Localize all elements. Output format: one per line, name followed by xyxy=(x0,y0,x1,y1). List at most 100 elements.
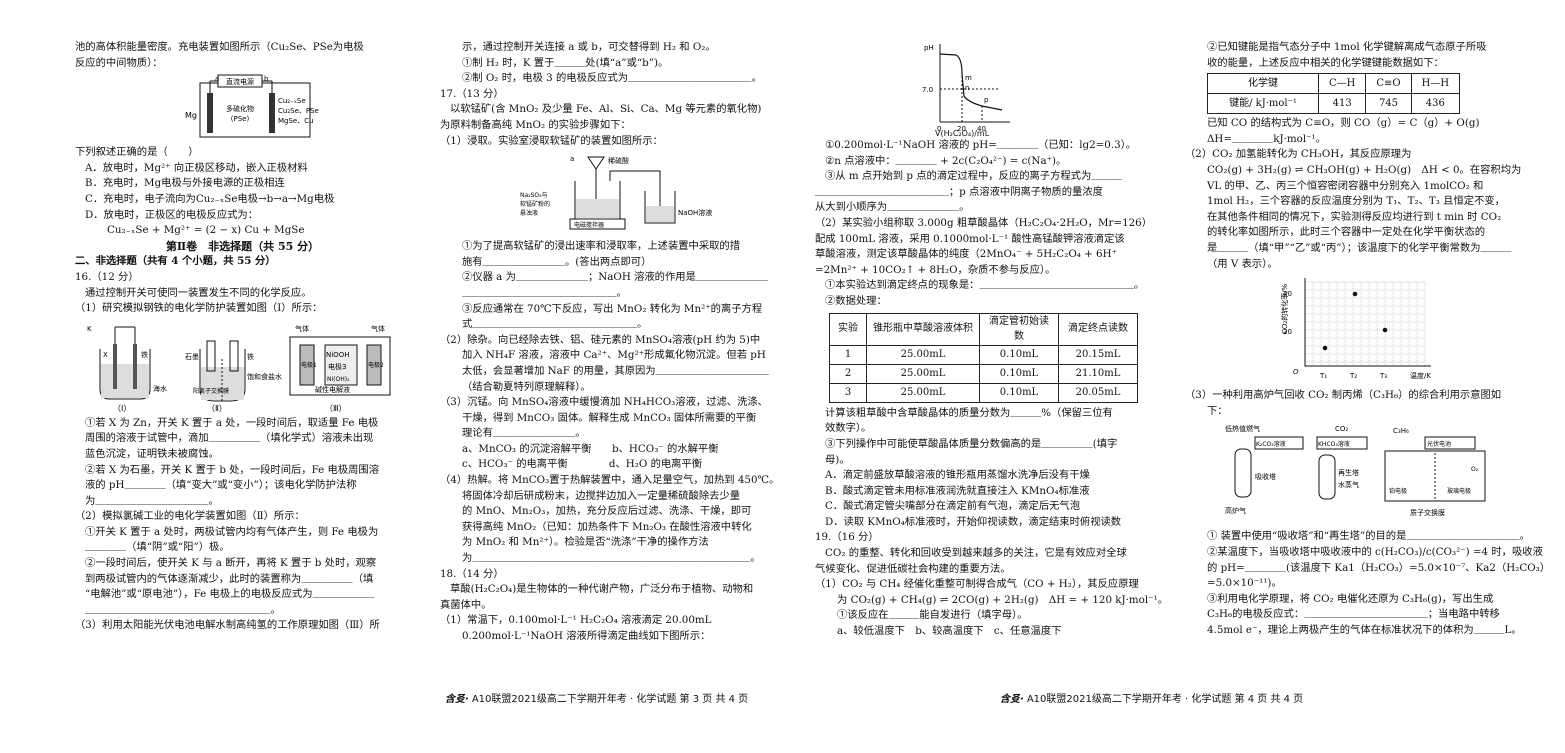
charging-device-figure: 直流电源 a b Mg 多硫化物 (PSe) Cu₂₋ₓSe Cu₂Se、PSe… xyxy=(180,73,410,143)
gas-label-1: 气体 xyxy=(295,324,309,333)
table-cell: 25.00mL xyxy=(866,344,980,365)
electrode-2-label: 电极2 xyxy=(368,361,384,369)
grid-origin: O xyxy=(1293,368,1299,376)
text-line: 气候变化、促进低碳社会构建的重要方法。 xyxy=(815,562,1011,575)
table-cell: 2 xyxy=(829,363,867,384)
grid-tick-t2: T₂ xyxy=(1349,372,1357,380)
text-line: 获得高纯 MnO₂（已知：加热条件下 Mn₂O₃ 在酸性溶液中转化 xyxy=(462,520,752,533)
text-line: 计算该粗草酸中含草酸晶体的质量分数为＿＿＿%（保留三位有 xyxy=(825,406,1113,419)
flow-label-gas: 低热值燃气 xyxy=(1225,424,1260,433)
text-line: 下： xyxy=(1207,404,1228,417)
propene-label: C₃H₆ xyxy=(1393,427,1409,435)
iron-label-2: 铁 xyxy=(247,352,254,361)
text-line: ①为了提高软锰矿的浸出速率和浸取率，上述装置中采取的措 xyxy=(462,240,741,253)
grid-tick-40: 40 xyxy=(1283,290,1292,298)
text-line: ③从 m 点开始到 p 点的滴定过程中，反应的离子方程式为＿＿＿ xyxy=(825,170,1123,183)
text-line: 下列叙述正确的是（ ） xyxy=(75,146,199,159)
text-line: 的转化率如图所示，此时三个容器中一定处在化学平衡状态的 xyxy=(1207,226,1486,239)
co2-label: CO₂ xyxy=(1335,425,1348,433)
absorber-label: 吸收塔 xyxy=(1255,472,1276,481)
iron-label: 铁 xyxy=(141,350,148,359)
glass-electrode-label: 玻璃电极 xyxy=(1447,487,1471,495)
cathode-label-2: Cu₂Se、PSe xyxy=(278,107,319,115)
mg-label: Mg xyxy=(185,111,197,120)
table-cell: 21.10mL xyxy=(1058,363,1138,384)
question-number: 16.（12 分） xyxy=(75,270,139,283)
khco3-label: KHCO₃溶液 xyxy=(1318,440,1350,448)
text-line: 式＿＿＿＿＿＿＿＿＿＿＿＿＿＿＿＿。 xyxy=(462,318,648,331)
grid-x-label: 温度/K xyxy=(1410,371,1431,380)
text-line: 蓝色沉淀，证明铁未被腐蚀。 xyxy=(85,447,219,460)
grid-tick-t1: T₁ xyxy=(1319,372,1327,380)
titration-curve-figure: pH 7.0 m n p 0 20 40 V(H₂C₂O₄)/mL xyxy=(910,40,1160,138)
grid-axes xyxy=(1304,278,1431,367)
text-line: ②制 O₂ 时，电极 3 的电极反应式为＿＿＿＿＿＿＿＿＿＿＿＿。 xyxy=(462,72,762,85)
text-line: 在其他条件相同的情况下，实验测得反应均进行到 t min 时 CO₂ xyxy=(1207,210,1502,223)
stirrer-label: 电磁搅拌器 xyxy=(574,221,604,229)
terminal-a: a xyxy=(215,75,219,83)
section-title: 第Ⅱ卷 非选择题（共 55 分） xyxy=(165,239,320,253)
titration-data-table: 实验 锥形瓶中草酸溶液体积 滴定管初始读数 滴定终点读数 1 25.00mL 0… xyxy=(829,312,1138,403)
text-line: ① 装置中使用“吸收塔”和“再生塔”的目的是＿＿＿＿＿＿＿＿＿＿＿。 xyxy=(1207,530,1530,543)
text-line: 母)。 xyxy=(825,453,850,466)
option-c: C．酸式滴定管尖嘴部分在滴定前有气泡，滴定后无气泡 xyxy=(825,500,1081,513)
text-line: 液的 pH＿＿＿＿（填“变大”或“变小”）；该电化学防护法称 xyxy=(85,479,357,492)
niooh-label: NiOOH xyxy=(326,351,349,359)
cathode-label-1: Cu₂₋ₓSe xyxy=(278,97,306,105)
bond-energy-table: 化学键 C—H C≡O H—H 键能/ kJ·mol⁻¹ 413 745 436 xyxy=(1207,73,1461,115)
text-line: “电解池”或“原电池”），Fe 电极上的电极反应式为＿＿＿＿＿＿ xyxy=(85,588,375,601)
publisher-logo: 含㕛· xyxy=(1000,694,1024,705)
option-b: B．充电时，Mg电极与外接电源的正极相连 xyxy=(85,177,285,190)
text-line: 配成 100mL 溶液，采用 0.1000mol·L⁻¹ 酸性高锰酸钾溶液滴定该 xyxy=(815,232,1125,245)
table-row: 键能/ kJ·mol⁻¹ 413 745 436 xyxy=(1207,93,1461,115)
text-line: 效数字）。 xyxy=(825,422,872,435)
text-line: ②仪器 a 为＿＿＿＿＿＿＿；NaOH 溶液的作用是＿＿＿＿＿＿＿ xyxy=(462,271,768,284)
text-line: ②一段时间后，使开关 K 与 a 断开，再将 K 置于 b 处时，观察 xyxy=(85,557,377,570)
text-line: （1）CO₂ 与 CH₄ 经催化重整可制得合成气（CO + H₂），其反应原理 xyxy=(815,578,1139,591)
text-line: ①0.200mol·L⁻¹NaOH 溶液的 pH=＿＿＿＿（已知：lg2=0.3… xyxy=(825,139,1137,151)
column-4: ②已知键能是指气态分子中 1mol 化学键解离成气态原子所吸 收的能量，上述反应… xyxy=(1185,40,1551,638)
text-line: =5.0×10⁻¹¹)。 xyxy=(1207,577,1282,590)
text-line: （1）常温下，0.100mol·L⁻¹ H₂C₂O₄ 溶液滴定 20.00mL xyxy=(440,614,712,627)
text-line: 已知 CO 的结构式为 C≡O，则 CO（g）= C（g）+ O(g) xyxy=(1207,117,1480,130)
text-line: a、较低温度下 b、较高温度下 c、任意温度下 xyxy=(837,625,1062,638)
text-line: （3）利用太阳能光伏电池电解水制高纯氢的工作原理如图（Ⅲ）所 xyxy=(75,619,380,632)
caption-2: （Ⅱ） xyxy=(207,404,227,413)
text-line: 为＿＿＿＿＿＿＿＿＿＿＿。 xyxy=(85,494,219,507)
text-line: ②数据处理： xyxy=(825,294,887,307)
graphite-label: 石墨 xyxy=(185,353,199,361)
pv-cell-label: 光伏电池 xyxy=(1427,440,1451,448)
switch-k-label: K xyxy=(87,325,92,333)
gas-label-2: 气体 xyxy=(371,324,385,333)
regenerator-label: 再生塔 xyxy=(1338,468,1359,477)
question-number: 18.（14 分） xyxy=(440,567,504,580)
furnace-gas-label: 高炉气 xyxy=(1225,506,1246,515)
oxygen-label: O₂ xyxy=(1471,466,1479,473)
footer-text: A10联盟2021级高二下学期开年考 · 化学试题 第 3 页 共 4 页 xyxy=(471,694,749,705)
option-c: C．充电时，电子流向为Cu₂₋ₓSe电极→b→a→Mg电极 xyxy=(85,192,335,205)
power-label: 直流电源 xyxy=(226,77,254,86)
table-cell: 25.00mL xyxy=(866,382,980,403)
pt-electrode-label: 铂电极 xyxy=(1389,487,1407,495)
text-line: 是＿＿＿（填“甲”“乙”或“丙”）；该温度下的化学平衡常数为＿＿＿ xyxy=(1207,241,1512,254)
pem-label: 质子交换膜 xyxy=(1410,508,1445,517)
text-line: 加入 NH₄F 溶液，溶液中 Ca²⁺、Mg²⁺形成氟化物沉淀。但若 pH xyxy=(462,349,766,362)
text-line: 的 pH=＿＿＿＿(该温度下 Ka1（H₂CO₃）=5.0×10⁻⁷、Ka2（H… xyxy=(1207,561,1551,574)
table-header-cell: C—H xyxy=(1317,73,1367,95)
point-m-label: m xyxy=(965,74,972,82)
graph-tick-20: 20 xyxy=(957,125,966,133)
table-cell: 0.10mL xyxy=(979,382,1059,403)
electrode-x-label: X xyxy=(103,351,108,359)
grid-y-label: CO₂的转化率/% xyxy=(1280,284,1289,335)
cathode-label-3: MgSe、Cu xyxy=(278,117,314,125)
instrument-a-label: a xyxy=(570,155,574,163)
electrode-3-label: 电极3 xyxy=(328,362,346,371)
terminal-b: b xyxy=(264,75,269,83)
option-b: B．酸式滴定管未用标准液润洗就直接注入 KMnO₄标准液 xyxy=(825,484,1090,497)
table-cell: 20.15mL xyxy=(1058,344,1138,365)
pse-label: (PSe) xyxy=(231,115,250,123)
point-p-label: p xyxy=(984,96,989,104)
text-line: C₃H₆的电极反应式：＿＿＿＿＿＿＿＿＿＿＿＿；当电路中转移 xyxy=(1207,608,1500,621)
text-line: 为原料制备高纯 MnO₂ 的实验步骤如下： xyxy=(440,118,631,131)
table-cell: 745 xyxy=(1365,93,1412,115)
